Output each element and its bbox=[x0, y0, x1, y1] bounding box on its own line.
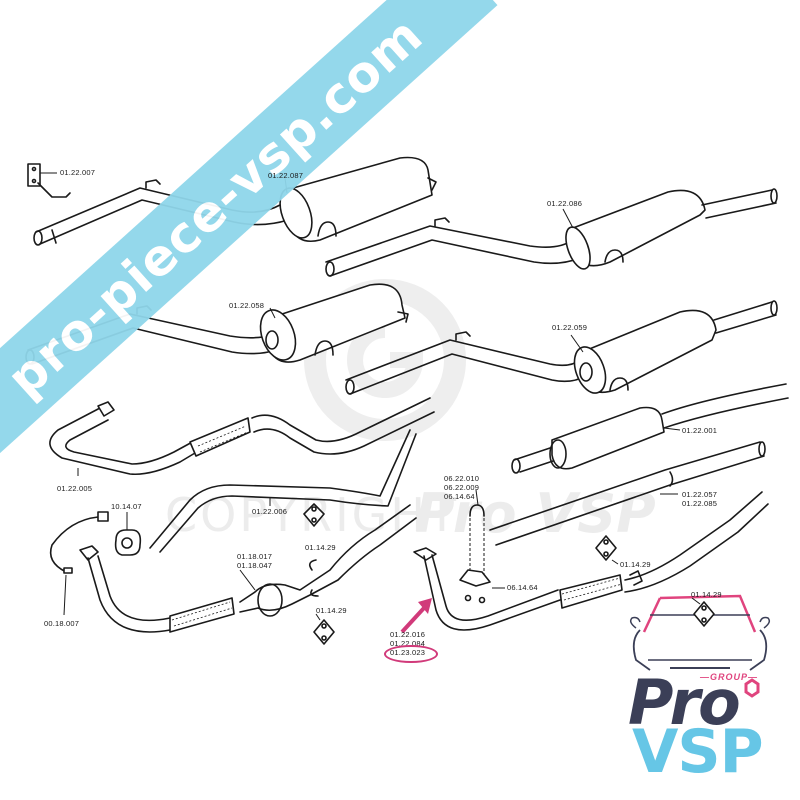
front-pipe-a bbox=[49, 397, 435, 476]
part-label-u-clamp: 06.22.010 06.22.009 06.14.64 bbox=[444, 474, 480, 501]
part-label-gasket: 10.14.07 bbox=[111, 502, 142, 511]
part-label-lambda-sensor: 00.18.007 bbox=[44, 619, 80, 628]
part-label-rear-silencer-d: 01.22.059 bbox=[552, 323, 588, 332]
middle-pipe-silencer bbox=[489, 441, 766, 546]
bracket-icon bbox=[27, 163, 71, 198]
part-label-clamp-saddle: 06.14.64 bbox=[507, 583, 538, 592]
lambda-sensor-icon bbox=[49, 511, 109, 616]
rubber-mount-c-icon bbox=[595, 535, 619, 565]
part-label-catalyst: 01.18.017 01.18.047 bbox=[237, 552, 273, 570]
part-label-rubber-mount-d: 01.14.29 bbox=[691, 590, 722, 599]
highlight-circle bbox=[384, 645, 438, 663]
car-outline-logo bbox=[629, 594, 771, 671]
copyright-brand-watermark: Pro VSP bbox=[415, 482, 656, 545]
middle-silencer bbox=[511, 383, 789, 474]
logo-pro-text: Pro bbox=[628, 666, 741, 739]
gasket-icon bbox=[114, 512, 142, 556]
rear-exhaust-c bbox=[25, 283, 409, 365]
part-label-middle-silencer: 01.22.001 bbox=[682, 426, 718, 435]
part-label-rubber-mount-a: 01.14.29 bbox=[305, 543, 336, 552]
logo-vsp-text: VSP bbox=[632, 717, 764, 787]
part-label-rear-silencer-a: 01.22.087 bbox=[268, 171, 304, 180]
rear-exhaust-d bbox=[345, 300, 778, 395]
hex-nut-icon bbox=[744, 678, 760, 698]
part-label-rear-silencer-c: 01.22.058 bbox=[229, 301, 265, 310]
u-clamp-icon bbox=[459, 489, 505, 604]
part-label-rear-silencer-b: 01.22.086 bbox=[547, 199, 583, 208]
part-label-bracket: 01.22.007 bbox=[60, 168, 96, 177]
rubber-mount-b-icon bbox=[313, 613, 335, 645]
part-label-front-pipe-flex: 01.22.005 bbox=[57, 484, 93, 493]
part-label-rubber-mount-c: 01.14.29 bbox=[620, 560, 651, 569]
catalyst-pipe bbox=[79, 504, 417, 633]
part-label-intermediate-pipe: 01.22.006 bbox=[252, 507, 288, 516]
front-pipe-b bbox=[413, 491, 769, 631]
intermediate-pipe bbox=[149, 429, 417, 553]
highlight-arrow bbox=[400, 606, 426, 634]
part-label-middle-pipe-silencer: 01.22.057 01.22.085 bbox=[682, 490, 718, 508]
part-label-rubber-mount-b: 01.14.29 bbox=[316, 606, 347, 615]
logo-group-label: —GROUP— bbox=[700, 672, 759, 682]
rubber-mount-a-icon bbox=[303, 503, 325, 527]
rear-exhaust-b bbox=[325, 188, 778, 277]
